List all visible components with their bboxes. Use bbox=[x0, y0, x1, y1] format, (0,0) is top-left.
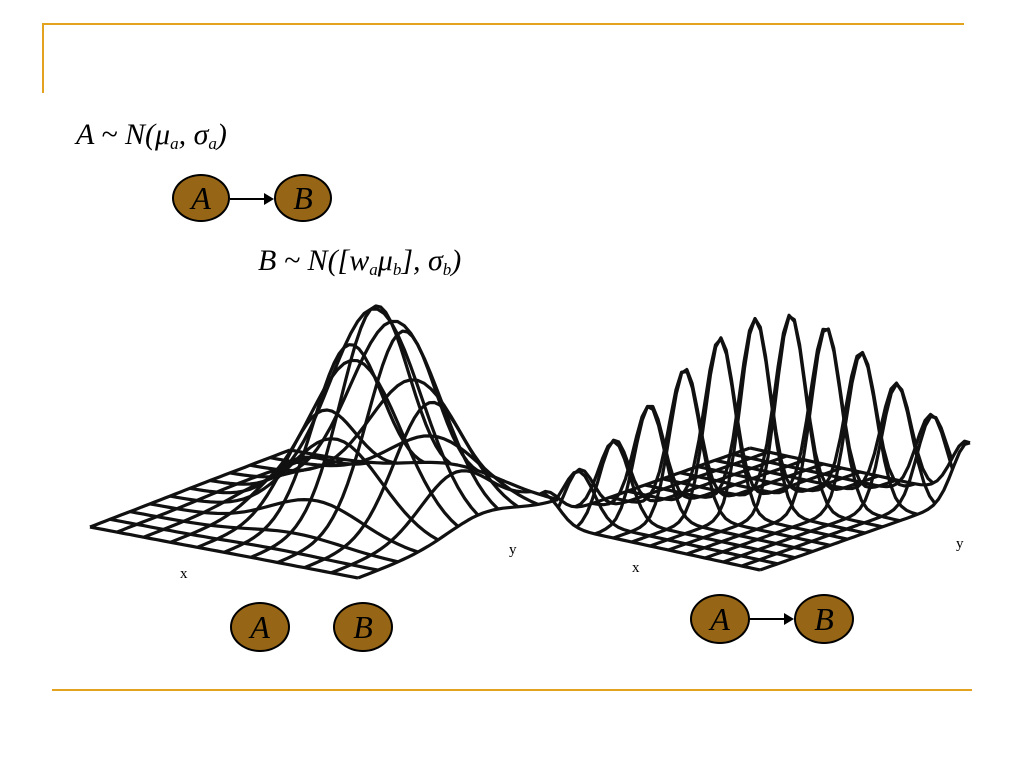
grid-line-v-7 bbox=[229, 319, 500, 511]
grid-line-u-11 bbox=[741, 414, 954, 568]
right-node-a: A bbox=[690, 594, 750, 644]
left-node-b: B bbox=[333, 602, 393, 652]
left-x-axis-label: x bbox=[180, 566, 188, 582]
grid-line-u-6 bbox=[250, 304, 452, 559]
left-node-a: A bbox=[230, 602, 290, 652]
grid-line-u-12 bbox=[759, 441, 971, 572]
grid-line-v-3 bbox=[149, 498, 419, 554]
formula-a: A ~ N(μa, σa) bbox=[76, 118, 227, 153]
grid-line-v-8 bbox=[249, 378, 519, 509]
left-surface-independent bbox=[89, 304, 559, 580]
grid-line-v-11 bbox=[732, 412, 955, 489]
right-edge-arrow bbox=[750, 613, 794, 625]
top-edge-arrow bbox=[230, 193, 274, 205]
top-accent-line bbox=[42, 23, 964, 25]
left-y-axis-label: y bbox=[509, 542, 517, 558]
grid-line-v-10 bbox=[714, 381, 937, 505]
formula-b: B ~ N([waμb], σb) bbox=[258, 244, 462, 279]
right-node-b: B bbox=[794, 594, 854, 644]
top-node-a: A bbox=[172, 174, 230, 222]
left-accent-line bbox=[42, 23, 44, 93]
grid-line-v-12 bbox=[749, 439, 971, 487]
right-y-axis-label: y bbox=[956, 536, 964, 552]
right-x-axis-label: x bbox=[632, 560, 640, 576]
grid-line-u-7 bbox=[276, 329, 479, 564]
bottom-accent-line bbox=[52, 689, 972, 691]
grid-line-u-9 bbox=[330, 469, 532, 575]
top-node-b: B bbox=[274, 174, 332, 222]
grid-line-v-5 bbox=[189, 358, 460, 528]
grid-line-v-10 bbox=[289, 448, 559, 502]
right-surface-dependent bbox=[539, 313, 971, 572]
grid-line-v-6 bbox=[209, 307, 480, 517]
grid-line-u-10 bbox=[357, 498, 559, 580]
